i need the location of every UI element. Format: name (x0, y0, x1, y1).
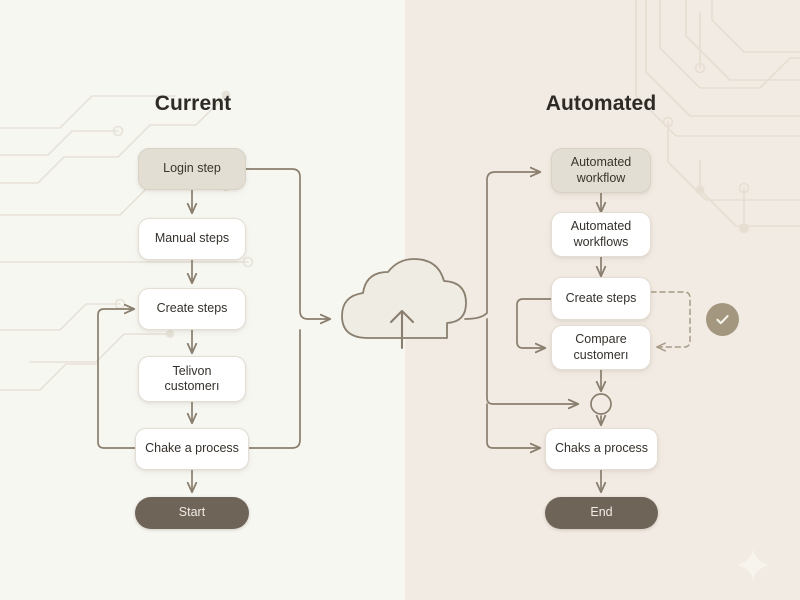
node-login-step[interactable]: Login step (138, 148, 246, 190)
node-manual-steps[interactable]: Manual steps (138, 218, 246, 260)
node-create-steps[interactable]: Create steps (138, 288, 246, 330)
check-icon (716, 315, 729, 325)
node-chake-a-process[interactable]: Chake a process (135, 428, 249, 470)
column-title-automated: Automated (545, 92, 657, 115)
node-end[interactable]: End (545, 497, 658, 529)
node-automated-workflows[interactable]: Automated workflows (551, 212, 651, 257)
node-automated-workflow[interactable]: Automated workflow (551, 148, 651, 193)
status-badge-success[interactable] (706, 303, 739, 336)
node-chaks-a-process[interactable]: Chaks a process (545, 428, 658, 470)
column-title-current: Current (154, 92, 232, 115)
sparkle-icon (737, 549, 769, 581)
node-compare-customer[interactable]: Compare customerı (551, 325, 651, 370)
node-create-steps-2[interactable]: Create steps (551, 277, 651, 320)
node-telivon-customer[interactable]: Telivon customerı (138, 356, 246, 402)
node-start[interactable]: Start (135, 497, 249, 529)
